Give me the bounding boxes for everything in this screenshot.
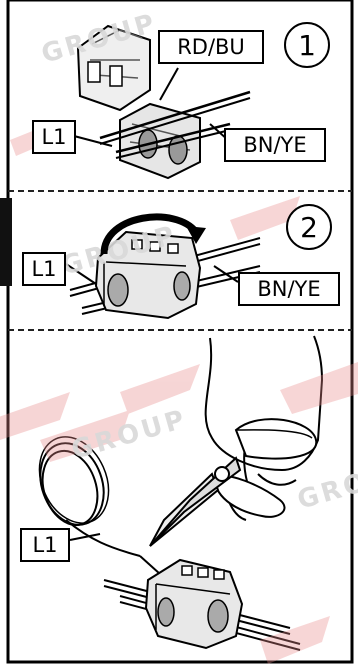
wire-label-l1: L1 — [20, 528, 70, 562]
wire-label-rd-bu: RD/BU — [158, 30, 264, 64]
wire-label-bn-ye: BN/YE — [224, 128, 326, 162]
wire-label-l1: L1 — [22, 252, 66, 286]
step-number-1: 1 — [284, 22, 330, 68]
wire-label-l1: L1 — [32, 120, 76, 154]
step-number-2: 2 — [286, 204, 332, 250]
wire-label-bn-ye: BN/YE — [238, 272, 340, 306]
side-marker — [0, 198, 12, 286]
step2-illustration — [66, 217, 260, 318]
